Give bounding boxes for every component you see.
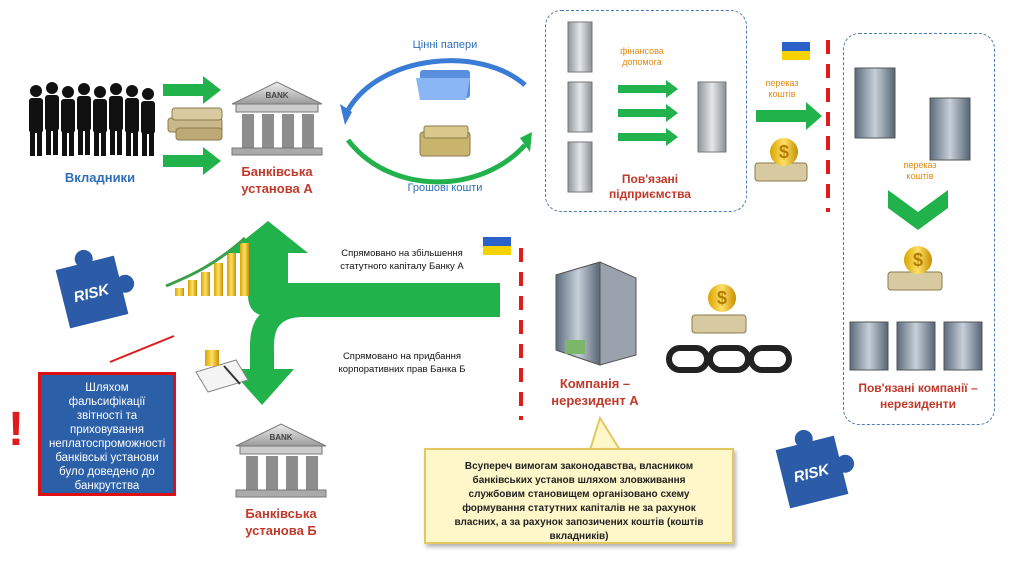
ukraine-flag-icon — [483, 237, 511, 255]
risk-puzzle-icon: RISK — [55, 249, 135, 329]
related-enterprises-group — [545, 10, 747, 212]
document-coins-icon — [195, 350, 249, 393]
money-cycle-arrow — [346, 132, 532, 185]
growth-coins-icon — [165, 236, 249, 296]
note-pointer — [588, 415, 622, 451]
ukraine-flag-icon — [782, 42, 810, 60]
company-a-label: Компанія –нерезидент А — [551, 376, 639, 408]
dollar-money-icon: $ — [887, 246, 943, 291]
svg-text:$: $ — [717, 288, 727, 308]
bank-b-building-icon — [235, 423, 327, 498]
dollar-money-icon: $ — [691, 284, 747, 334]
bank-a-building-icon — [231, 81, 323, 156]
money-stack-icon — [167, 107, 223, 141]
depositors-label: Вкладники — [64, 170, 136, 185]
risk-puzzle-icon: RISK — [775, 429, 855, 509]
bank-a-sign: BANK — [265, 91, 289, 100]
svg-text:$: $ — [779, 142, 789, 162]
nonresident-buildings — [849, 67, 983, 371]
dollar-money-icon: $ — [754, 138, 808, 182]
rights-arrow — [230, 303, 500, 405]
note-box: Всупереч вимогам законодавства, власнико… — [424, 448, 734, 544]
folder-icon — [416, 70, 470, 100]
falsification-box: Шляхом фальсифікації звітності та прихов… — [38, 372, 176, 496]
chain-icon — [666, 345, 792, 373]
transfer-arrow-right — [756, 102, 822, 130]
deposit-arrows — [163, 76, 221, 175]
exclamation-icon: ! — [8, 403, 24, 456]
securities-cycle-arrow — [340, 58, 527, 125]
chevron-down-icon — [888, 190, 948, 230]
divider-line — [109, 335, 175, 363]
securities-label: Цінні папери — [412, 39, 478, 51]
company-a-building-icon — [555, 261, 637, 366]
related-companies-label: Пов'язані компанії –нерезиденти — [858, 381, 978, 411]
aid-arrows — [618, 80, 678, 146]
capital-arrow — [228, 221, 500, 317]
enterprise-towers — [567, 21, 727, 193]
money-bundle-icon — [419, 125, 471, 157]
bank-b-sign: BANK — [269, 433, 293, 442]
related-companies-group — [843, 33, 995, 425]
depositors-silhouette-icon — [29, 82, 155, 156]
money-label: Грошові кошти — [407, 182, 483, 194]
svg-text:$: $ — [913, 250, 923, 270]
